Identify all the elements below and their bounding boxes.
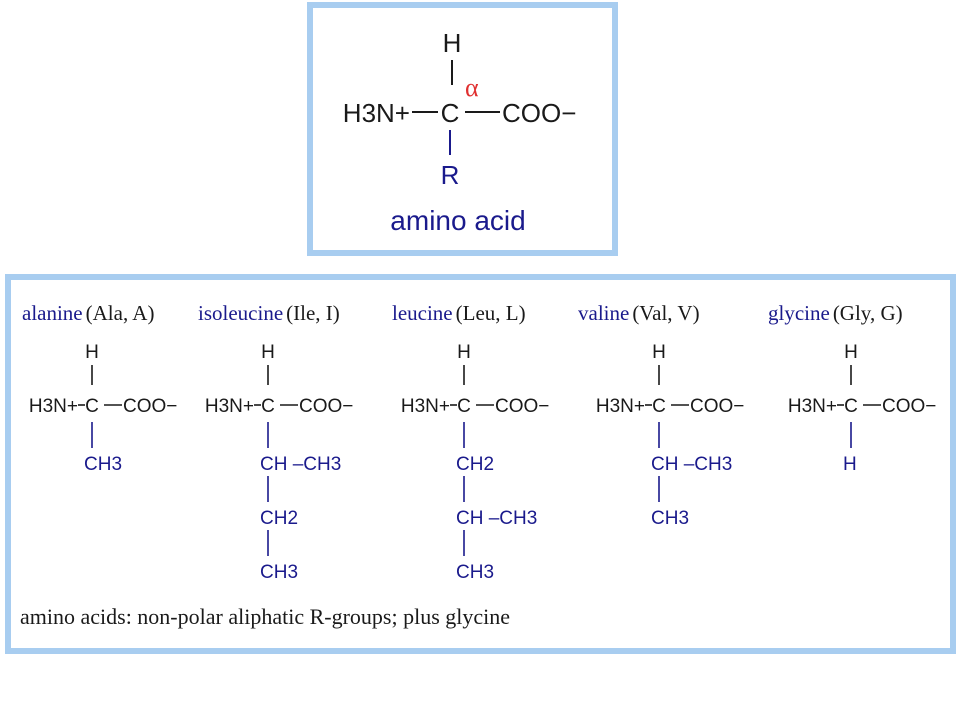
structure-left-group: H3N+ [205, 396, 254, 417]
amino-acid-glycine: glycine(Gly, G) H H3N+ C COO− H [768, 301, 936, 475]
side-chain-group: CH3 [84, 454, 122, 475]
structure-carbon: C [85, 396, 99, 417]
side-chain-group: CH3 [456, 562, 494, 583]
general-amino-acid-panel: H α H3N+ C COO− R amino acid [307, 2, 618, 256]
general-panel-frame [307, 2, 618, 256]
structure-carbon: C [844, 396, 858, 417]
amino-acids-panel-frame [5, 274, 956, 654]
structure-carbon: C [457, 396, 471, 417]
side-chain-group: CH3 [651, 508, 689, 529]
structure-left-group: H3N+ [788, 396, 837, 417]
structure-right-group: COO− [882, 396, 936, 417]
structure-top-h: H [85, 342, 99, 363]
amino-acid-name: alanine [22, 301, 83, 325]
general-left-group: H3N+ [343, 98, 410, 128]
side-chain-group: CH2 [456, 454, 494, 475]
structure-top-h: H [261, 342, 275, 363]
general-top-h: H [443, 28, 462, 58]
amino-acid-abbr: (Ala, A) [86, 301, 155, 325]
amino-acid-title: glycine(Gly, G) [768, 301, 903, 325]
structure-carbon: C [261, 396, 275, 417]
structure-left-group: H3N+ [29, 396, 78, 417]
amino-acid-title: valine(Val, V) [578, 301, 700, 325]
general-alpha-carbon: C [441, 98, 460, 128]
side-chain-group: CH2 [260, 508, 298, 529]
general-side-chain: R [441, 160, 460, 190]
structure-right-group: COO− [299, 396, 353, 417]
amino-acid-name: glycine [768, 301, 830, 325]
structure-top-h: H [652, 342, 666, 363]
amino-acid-abbr: (Ile, I) [286, 301, 340, 325]
amino-acid-name: valine [578, 301, 629, 325]
structure-right-group: COO− [690, 396, 744, 417]
structure-top-h: H [844, 342, 858, 363]
amino-acid-abbr: (Val, V) [632, 301, 699, 325]
side-chain-group: CH –CH3 [260, 454, 341, 475]
structure-carbon: C [652, 396, 666, 417]
structure-left-group: H3N+ [596, 396, 645, 417]
structure-top-h: H [457, 342, 471, 363]
structure-left-group: H3N+ [401, 396, 450, 417]
structure-right-group: COO− [123, 396, 177, 417]
panel-caption: amino acids: non-polar aliphatic R-group… [20, 604, 510, 629]
amino-acid-title: alanine(Ala, A) [22, 301, 154, 325]
amino-acid-name: leucine [392, 301, 453, 325]
general-alpha-label: α [465, 73, 479, 102]
amino-acid-name: isoleucine [198, 301, 283, 325]
amino-acid-title: isoleucine(Ile, I) [198, 301, 340, 325]
amino-acid-abbr: (Gly, G) [833, 301, 903, 325]
amino-acid-abbr: (Leu, L) [456, 301, 526, 325]
side-chain-group: CH3 [260, 562, 298, 583]
general-caption: amino acid [390, 205, 525, 236]
general-right-group: COO− [502, 98, 576, 128]
side-chain-group: CH –CH3 [456, 508, 537, 529]
amino-acid-alanine: alanine(Ala, A) H H3N+ C COO− CH3 [22, 301, 177, 475]
structure-right-group: COO− [495, 396, 549, 417]
side-chain-group: CH –CH3 [651, 454, 732, 475]
amino-acid-isoleucine: isoleucine(Ile, I) H H3N+ C COO− CH –CH3CH2CH… [198, 301, 353, 583]
amino-acid-title: leucine(Leu, L) [392, 301, 526, 325]
side-chain-group: H [843, 454, 857, 475]
